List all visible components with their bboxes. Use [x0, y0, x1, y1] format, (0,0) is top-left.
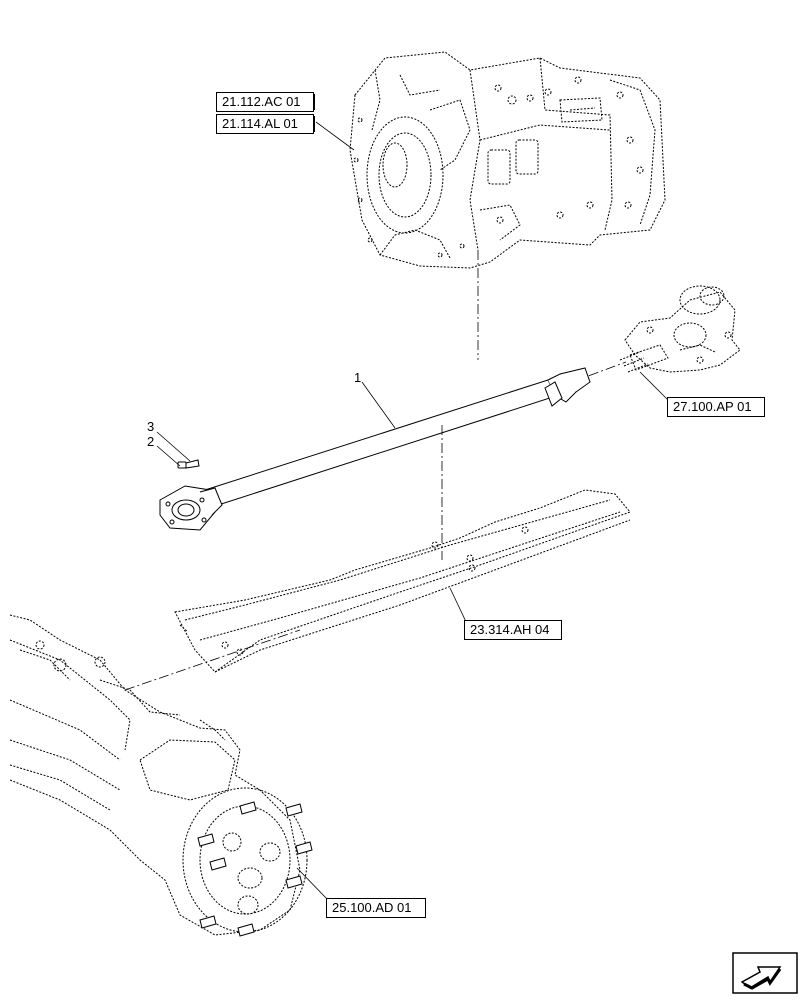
gearbox-leader — [315, 121, 355, 151]
item1-leader — [361, 381, 396, 429]
item2-leader — [156, 445, 181, 467]
front-axle — [9, 614, 308, 936]
transmission-housing — [349, 51, 666, 269]
item-number-2: 2 — [147, 434, 155, 449]
guard-reference[interactable]: 23.314.AH 04 — [464, 620, 562, 640]
guard-leader — [449, 587, 469, 627]
drive-shaft — [204, 367, 591, 508]
next-arrow-icon[interactable] — [732, 952, 798, 994]
pto-reference[interactable]: 27.100.AP 01 — [667, 397, 765, 417]
item-number-3: 3 — [147, 419, 155, 434]
bolt-and-washer — [177, 459, 200, 469]
item3-leader — [156, 431, 191, 462]
axle-axis-line — [124, 629, 301, 691]
shaft-guard — [174, 489, 631, 673]
shaft-flange-yoke — [159, 485, 223, 531]
gearbox-reference-1[interactable]: 21.112.AC 01 — [216, 92, 314, 112]
pto-gear-assembly — [619, 285, 741, 373]
gearbox-reference-2[interactable]: 21.114.AL 01 — [216, 114, 314, 134]
pto-leader — [639, 371, 669, 401]
axle-reference[interactable]: 25.100.AD 01 — [326, 898, 426, 918]
wheel-studs — [197, 801, 313, 937]
axle-leader — [296, 867, 329, 901]
item-number-1: 1 — [354, 370, 362, 385]
